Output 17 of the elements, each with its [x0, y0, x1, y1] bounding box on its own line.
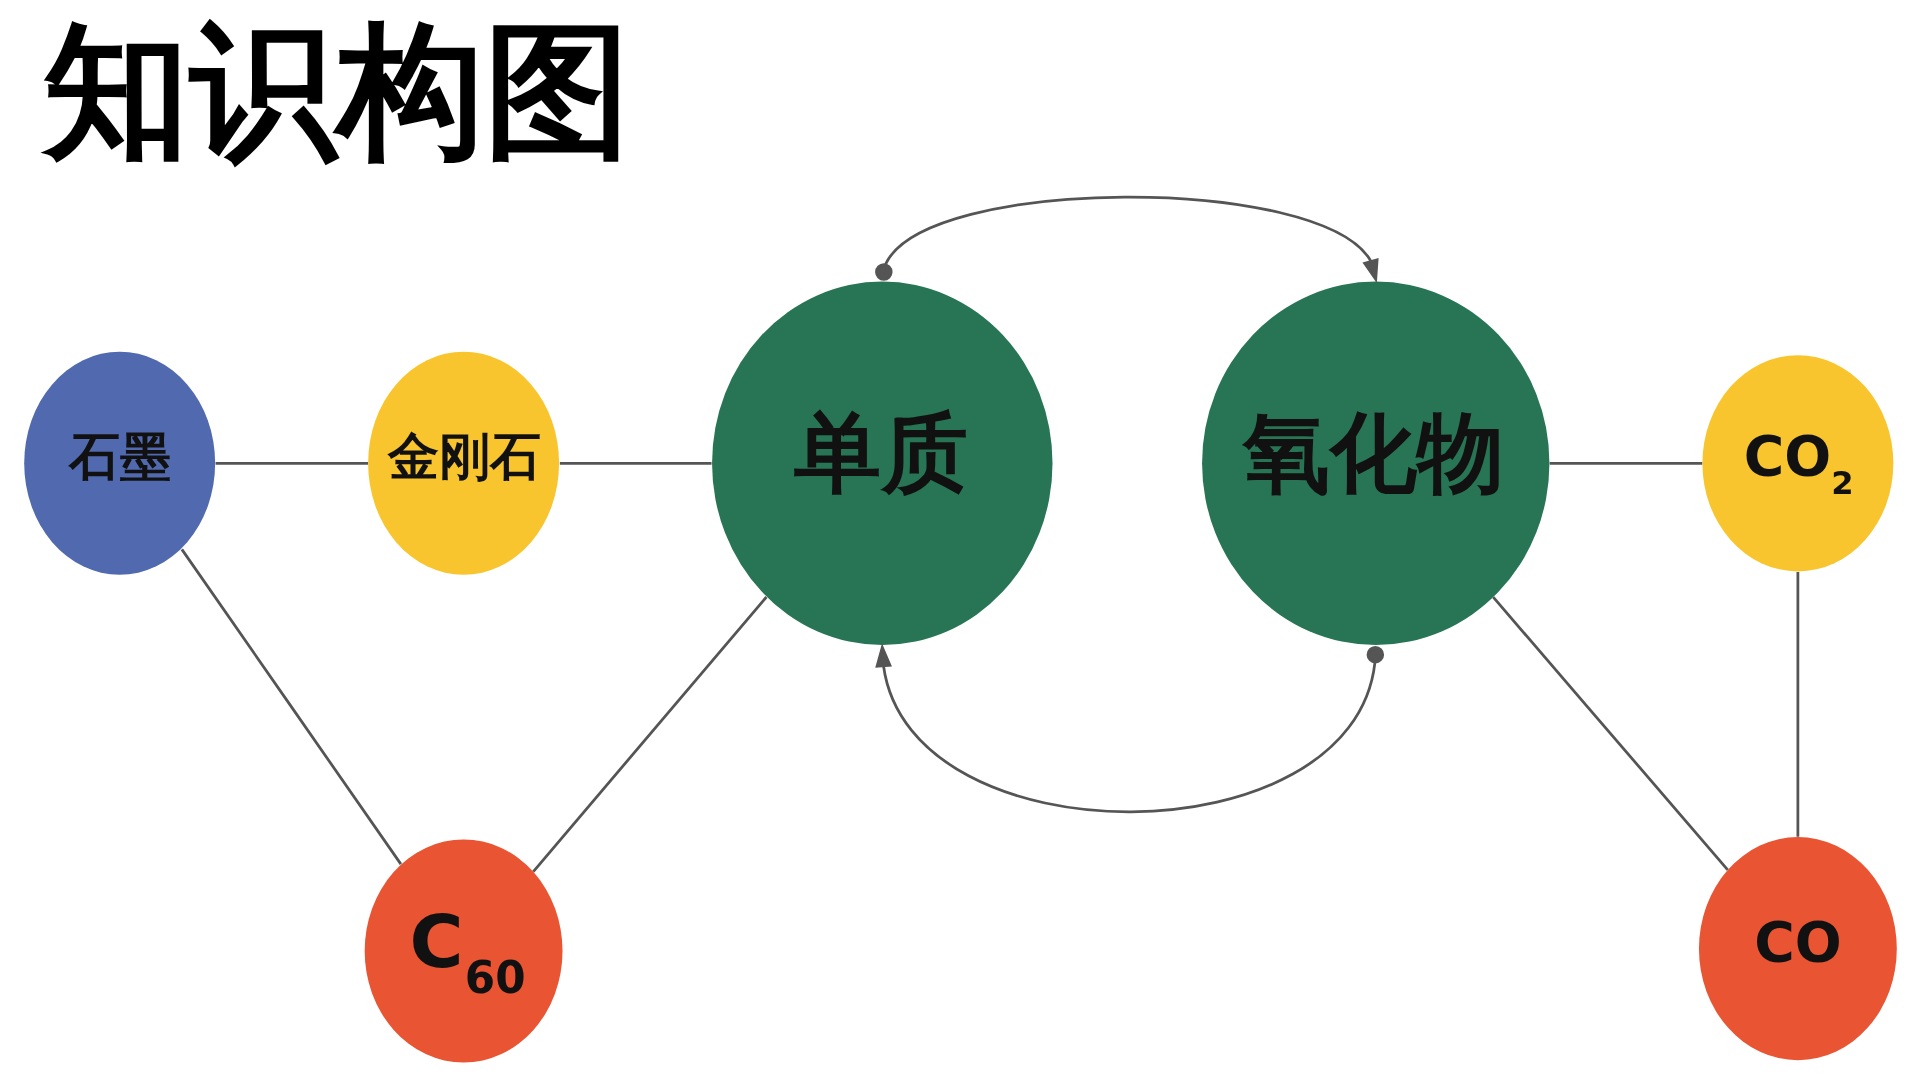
diagram-title: 知识构图 [42, 5, 631, 178]
connector [1491, 596, 1729, 871]
node-ellipse: CO [1698, 837, 1897, 1061]
node-ellipse: 石墨 [23, 351, 215, 575]
node-ellipse: CO$_{2}$ [1701, 355, 1893, 572]
arrow [874, 643, 1384, 813]
connector [1549, 461, 1702, 465]
node-ellipse: 金刚石 [367, 351, 559, 575]
connector [180, 548, 402, 865]
connector [559, 461, 712, 465]
connector [531, 596, 767, 873]
connector [215, 461, 368, 465]
node-ellipse: C$_{60}$ [364, 839, 562, 1063]
node-circle: 氧化物 [1201, 281, 1549, 646]
arrow [874, 195, 1379, 284]
node-circle: 单质 [711, 281, 1052, 646]
connector [1796, 572, 1799, 837]
